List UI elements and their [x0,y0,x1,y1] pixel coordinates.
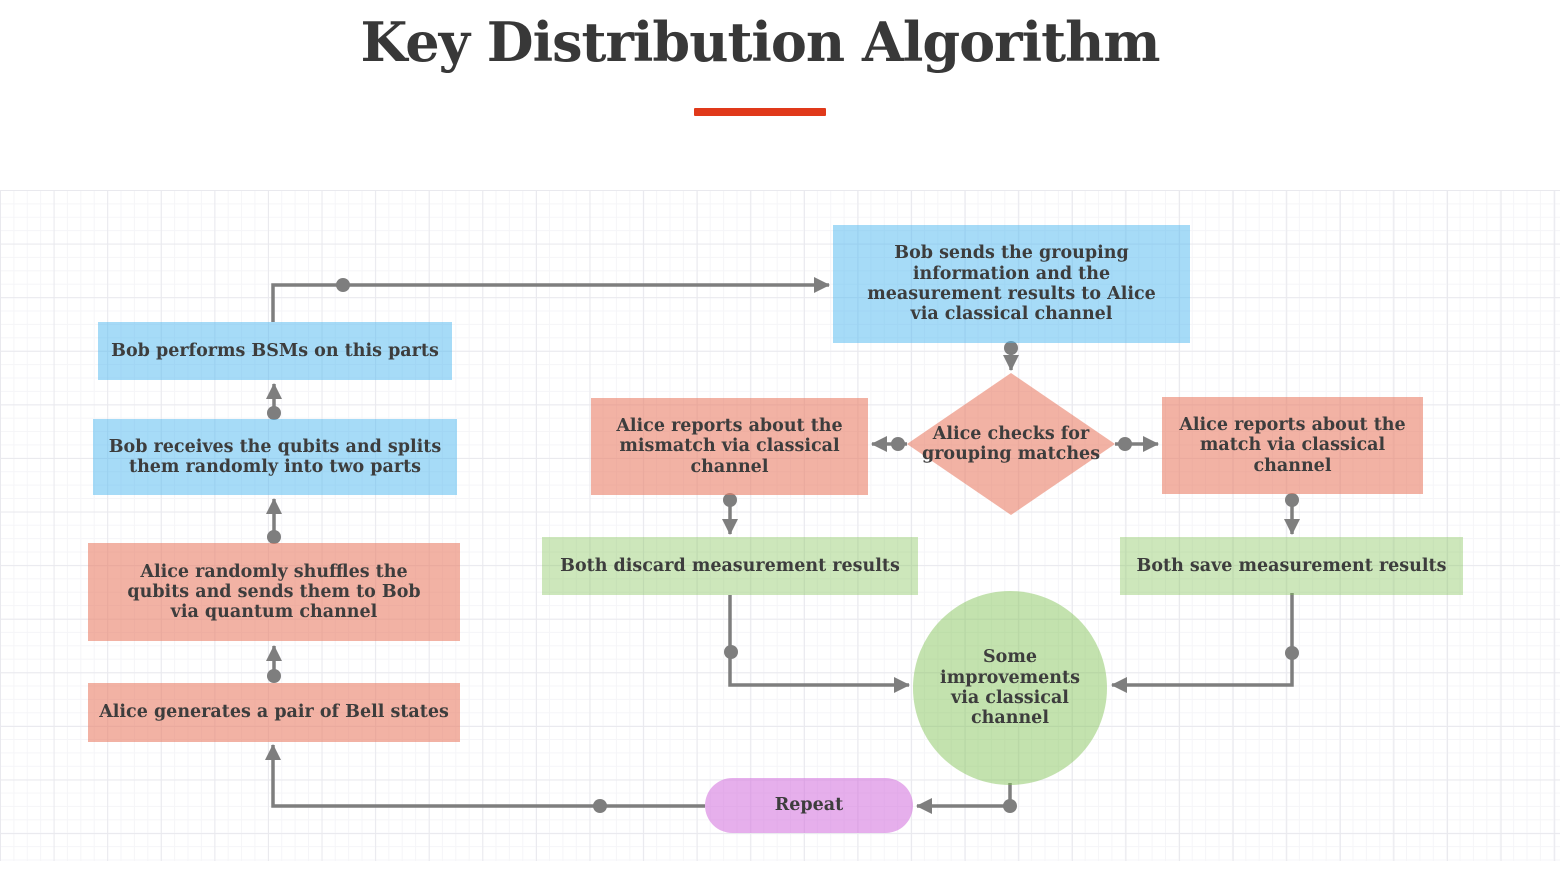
node-alice-generates-bell-states: Alice generates a pair of Bell states [88,683,460,742]
arrow-repeat-to-generate [265,744,705,808]
page-title: Key Distribution Algorithm [360,10,1161,74]
improvements-circle-shape [913,591,1107,785]
node-alice-reports-mismatch: Alice reports about the mismatch via cla… [591,398,868,495]
arrow-save-to-improvements [1111,593,1294,693]
node-alice-checks-grouping: Alice checks for grouping matches [921,423,1101,464]
node-bob-sends-grouping-info: Bob sends the grouping information and t… [833,225,1190,343]
connector-dots [267,278,1299,813]
node-bob-receives-qubits: Bob receives the qubits and splits them … [93,419,457,495]
node-improvements-circle: Some improvements via classical channel [940,647,1080,729]
arrow-bsm-to-send [271,277,830,322]
decision-diamond-shape [907,373,1115,515]
node-bob-performs-bsm: Bob performs BSMs on this parts [98,322,452,380]
node-repeat-pill: Repeat [705,778,913,833]
arrow-discard-to-improvements [728,595,910,693]
node-alice-shuffles-qubits: Alice randomly shuffles the qubits and s… [88,543,460,641]
title-divider [694,108,826,116]
node-discard-measurement-results: Both discard measurement results [542,537,918,595]
arrow-improvements-to-repeat [916,783,1012,814]
connector-layer [265,277,1300,814]
node-save-measurement-results: Both save measurement results [1120,537,1463,595]
header: Key Distribution Algorithm [0,0,1520,190]
node-alice-reports-match: Alice reports about the match via classi… [1162,397,1423,494]
flowchart-canvas: Bob performs BSMs on this parts Bob rece… [0,190,1560,861]
